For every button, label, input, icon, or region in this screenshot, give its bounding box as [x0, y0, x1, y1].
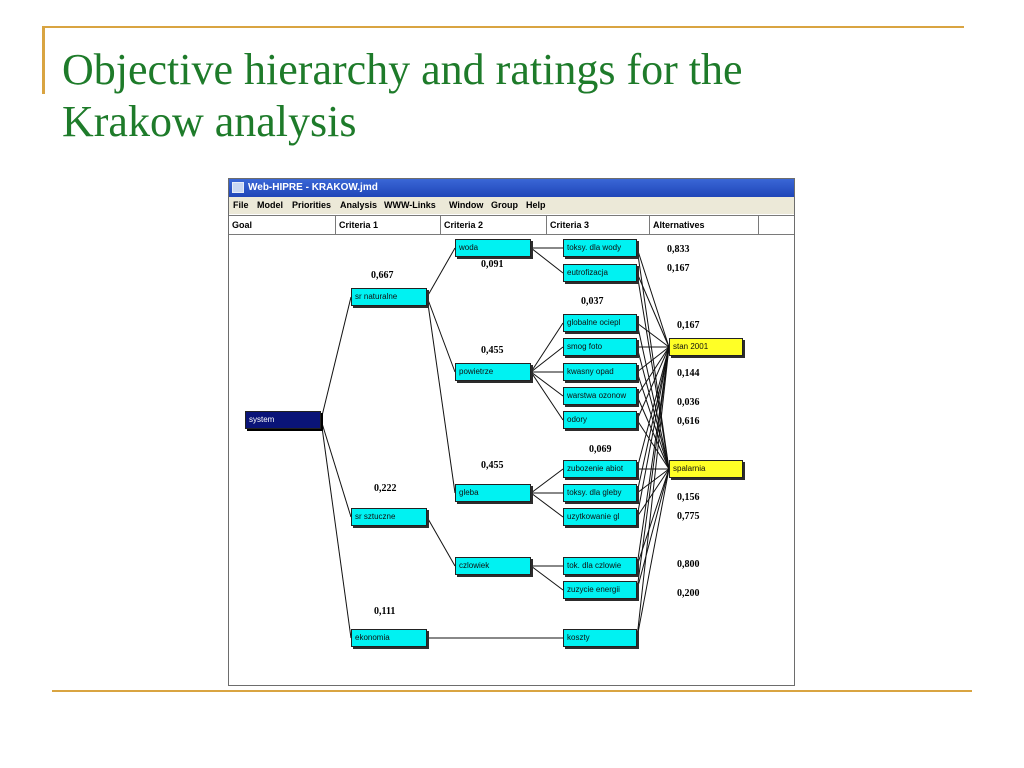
rating-value: 0,616: [677, 416, 700, 427]
node-czlowiek[interactable]: czlowiek: [455, 557, 531, 575]
rating-value: 0,800: [677, 559, 700, 570]
node-alternative-stan-2001[interactable]: stan 2001: [669, 338, 743, 356]
menu-model[interactable]: Model: [257, 200, 283, 210]
node-sr-naturalne[interactable]: sr naturalne: [351, 288, 427, 306]
node-woda[interactable]: woda: [455, 239, 531, 257]
node-zubozenie-abiot[interactable]: zubozenie abiot: [563, 460, 637, 478]
title-accent-bar: [42, 26, 45, 94]
node-gleba[interactable]: gleba: [455, 484, 531, 502]
window-titlebar[interactable]: Web-HIPRE - KRAKOW.jmd: [229, 179, 794, 197]
menu-www-links[interactable]: WWW-Links: [384, 200, 436, 210]
menu-help[interactable]: Help: [526, 200, 546, 210]
node-globalne-ociepl[interactable]: globalne ociepl: [563, 314, 637, 332]
node-tok-dla-czlowie[interactable]: tok. dla czlowie: [563, 557, 637, 575]
weight-powietrze: 0,455: [481, 345, 504, 356]
node-zuzycie-energii[interactable]: zuzycie energii: [563, 581, 637, 599]
weight-ekonomia: 0,111: [374, 606, 396, 617]
node-ekonomia[interactable]: ekonomia: [351, 629, 427, 647]
connector-lines: [320, 247, 670, 639]
menu-analysis[interactable]: Analysis: [340, 200, 378, 210]
column-criteria-1: Criteria 1: [336, 216, 441, 234]
rating-value: 0,833: [667, 244, 690, 255]
weight-sr-naturalne: 0,667: [371, 270, 394, 281]
column-criteria-3: Criteria 3: [547, 216, 650, 234]
column-goal: Goal: [229, 216, 336, 234]
window-title: Web-HIPRE - KRAKOW.jmd: [248, 182, 378, 193]
rating-value: 0,775: [677, 511, 700, 522]
menu-group[interactable]: Group: [491, 200, 518, 210]
top-rule: [42, 26, 964, 28]
bottom-rule: [52, 690, 972, 692]
node-kwasny-opad[interactable]: kwasny opad: [563, 363, 637, 381]
node-odory[interactable]: odory: [563, 411, 637, 429]
slide-title: Objective hierarchy and ratings for the …: [62, 44, 962, 148]
node-powietrze[interactable]: powietrze: [455, 363, 531, 381]
node-toksy-dla-wody[interactable]: toksy. dla wody: [563, 239, 637, 257]
app-icon: [232, 182, 244, 193]
rating-value: 0,144: [677, 368, 700, 379]
column-alternatives: Alternatives: [650, 216, 759, 234]
hierarchy-canvas: system sr naturalne sr sztuczne ekonomia…: [229, 235, 794, 690]
slide-title-line-2: Krakow analysis: [62, 97, 357, 146]
menu-file[interactable]: File: [233, 200, 249, 210]
column-criteria-2: Criteria 2: [441, 216, 547, 234]
rating-value: 0,167: [667, 263, 690, 274]
node-uzytkowanie-gl[interactable]: uzytkowanie gl: [563, 508, 637, 526]
webhipre-window: Web-HIPRE - KRAKOW.jmd File Model Priori…: [228, 178, 795, 686]
rating-value: 0,200: [677, 588, 700, 599]
weight-sr-sztuczne: 0,222: [374, 483, 397, 494]
node-eutrofizacja[interactable]: eutrofizacja: [563, 264, 637, 282]
node-warstwa-ozonow[interactable]: warstwa ozonow: [563, 387, 637, 405]
column-header-row: Goal Criteria 1 Criteria 2 Criteria 3 Al…: [229, 215, 794, 235]
node-sr-sztuczne[interactable]: sr sztuczne: [351, 508, 427, 526]
node-koszty[interactable]: koszty: [563, 629, 637, 647]
node-smog-foto[interactable]: smog foto: [563, 338, 637, 356]
slide-title-line-1: Objective hierarchy and ratings for the: [62, 45, 743, 94]
menu-bar: File Model Priorities Analysis WWW-Links…: [229, 197, 794, 214]
menu-window[interactable]: Window: [449, 200, 484, 210]
weight-globalne-ociepl: 0,037: [581, 296, 604, 307]
menu-priorities[interactable]: Priorities: [292, 200, 332, 210]
node-goal-system[interactable]: system: [245, 411, 321, 429]
weight-woda: 0,091: [481, 259, 504, 270]
rating-value: 0,167: [677, 320, 700, 331]
weight-gleba: 0,455: [481, 460, 504, 471]
rating-value: 0,036: [677, 397, 700, 408]
weight-zubozenie-abiot: 0,069: [589, 444, 612, 455]
rating-value: 0,156: [677, 492, 700, 503]
node-toksy-dla-gleby[interactable]: toksy. dla gleby: [563, 484, 637, 502]
node-alternative-spalarnia[interactable]: spalarnia: [669, 460, 743, 478]
